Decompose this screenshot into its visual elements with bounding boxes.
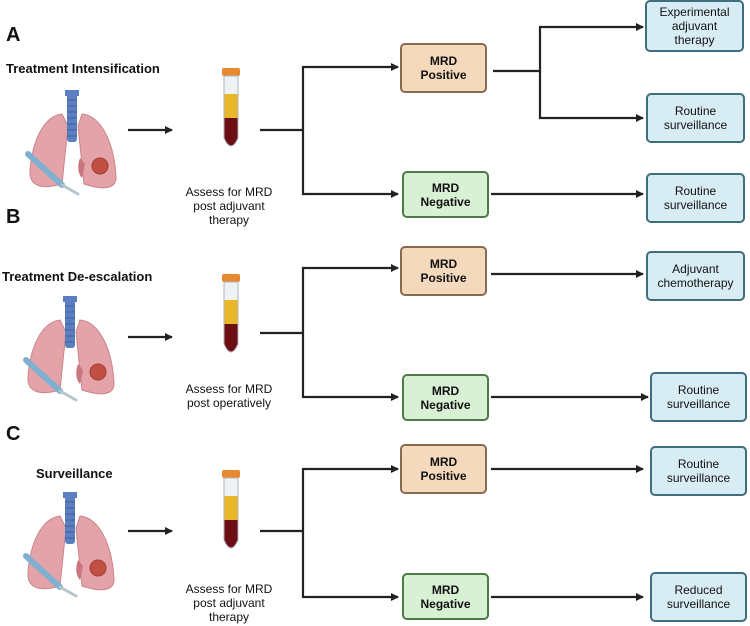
caption-line: therapy [208,610,250,624]
arrow-a-to-positive [260,63,399,132]
lungs-with-tumor-and-scalpel-icon [22,86,122,201]
panel-title-b: Treatment De-escalation [2,269,153,284]
box-line: surveillance [666,597,731,611]
panel-title-a: Treatment Intensification [6,61,160,76]
box-line: Negative [420,194,471,209]
box-line: therapy [674,33,715,47]
box-line: Negative [420,397,471,412]
box-line: MRD [431,582,460,597]
box-line: surveillance [663,198,728,212]
caption-line: post adjuvant [193,596,265,610]
caption-line: post adjuvant [193,199,265,213]
blood-sample-tube-icon [221,470,241,561]
caption-line: Assess for MRD [185,382,273,396]
panel-letter-c: C [6,423,21,445]
panel-letter-a: A [6,24,21,46]
box-line: Routine [677,383,720,397]
sample-caption-c: Assess for MRD post adjuvant therapy [174,582,284,624]
box-line: surveillance [663,118,728,132]
lungs-with-tumor-and-scalpel-icon [20,488,120,603]
box-line: Positive [420,68,467,82]
box-line: MRD [429,54,458,68]
arrow-b-to-negative [301,333,399,401]
arrow-a-positive-to-routine [538,71,644,122]
box-line: Positive [420,271,467,285]
arrow-b-to-positive [260,264,399,335]
box-line: chemotherapy [657,276,734,290]
arrow-c-to-negative [301,531,399,601]
box-line: MRD [431,383,460,398]
arrow-a-to-negative [301,130,399,198]
arrow-a-positive-to-experimental [493,23,644,73]
blood-sample-tube-icon [221,274,241,365]
box-line: Negative [420,596,471,611]
box-line: surveillance [666,397,731,411]
box-line: Adjuvant [672,262,719,276]
box-line: Routine [677,457,720,471]
arrow-c-to-positive [260,465,399,533]
box-line: Experimental [659,5,730,19]
panel-letter-b: B [6,206,21,228]
box-line: Positive [420,469,467,483]
box-line: MRD [431,180,460,195]
box-line: surveillance [666,471,731,485]
sample-caption-a: Assess for MRD post adjuvant therapy [174,185,284,227]
blood-sample-tube-icon [221,68,241,159]
box-line: Routine [674,104,717,118]
box-line: MRD [429,455,458,469]
panel-title-c: Surveillance [36,466,113,481]
caption-line: post operatively [186,396,272,410]
box-line: Routine [674,184,717,198]
box-line: MRD [429,257,458,271]
caption-line: therapy [208,213,250,227]
box-line: Reduced [674,583,723,597]
caption-line: Assess for MRD [185,582,273,596]
caption-line: Assess for MRD [185,185,273,199]
lungs-with-tumor-and-scalpel-icon [20,292,120,407]
sample-caption-b: Assess for MRD post operatively [174,382,284,410]
box-line: adjuvant [671,19,718,33]
